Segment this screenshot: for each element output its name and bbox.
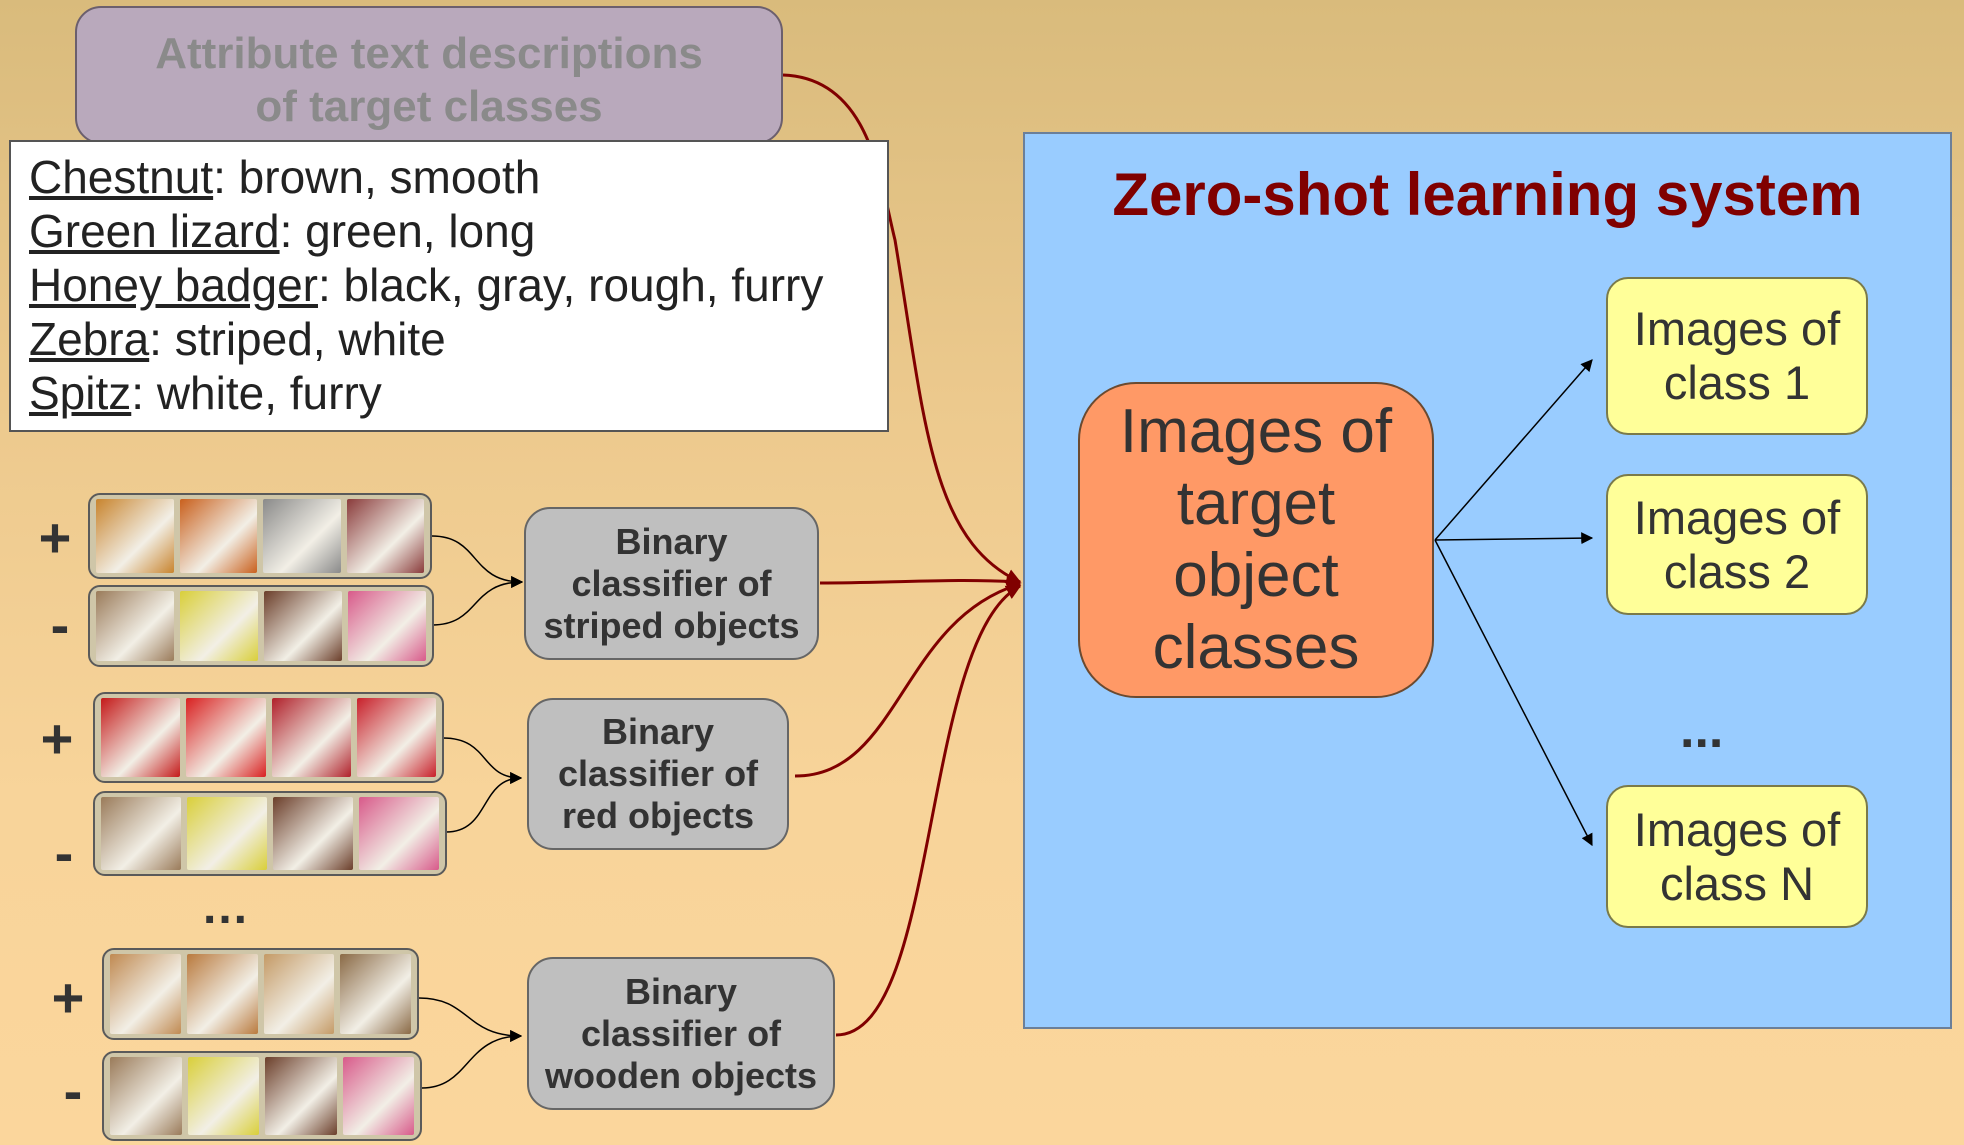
negative-image-strip	[88, 585, 434, 667]
wooden-box-image	[340, 954, 411, 1034]
attribute-desc: : black, gray, rough, furry	[317, 259, 824, 311]
cake-image	[265, 1057, 337, 1135]
attribute-name: Honey badger	[29, 259, 318, 311]
attribute-name: Green lizard	[29, 205, 280, 257]
attribute-item: Chestnut: brown, smooth	[29, 150, 869, 204]
plus-sign: +	[40, 707, 74, 770]
positive-image-strip	[88, 493, 432, 579]
attribute-item: Zebra: striped, white	[29, 312, 869, 366]
attributes-connector	[782, 73, 1022, 584]
wooden-bowl-image	[110, 954, 181, 1034]
red-classifier-box: Binary classifier of red objects	[527, 698, 789, 850]
output-class-n-box: Images of class N	[1606, 785, 1868, 928]
bananas-image	[187, 1057, 259, 1135]
striped-negative-connector	[431, 576, 524, 626]
output-class-1-box: Images of class 1	[1606, 277, 1868, 435]
attribute-desc: : striped, white	[149, 313, 446, 365]
zebras-image	[263, 499, 341, 573]
wooden-positive-connector	[418, 997, 523, 1042]
attribute-item: Green lizard: green, long	[29, 204, 869, 258]
bananas-image	[180, 591, 258, 661]
cake-image	[264, 591, 342, 661]
phone-booth-image	[356, 698, 436, 777]
plus-sign: +	[38, 506, 72, 569]
red-classifier-connector	[794, 580, 1022, 778]
attribute-desc: : white, furry	[131, 367, 382, 419]
attribute-desc: : green, long	[279, 205, 536, 257]
classifier-ellipsis: ...	[203, 881, 250, 934]
minus-sign: -	[63, 1059, 83, 1122]
flag-image	[346, 499, 424, 573]
positive-image-strip	[93, 692, 444, 783]
eggs-image	[348, 591, 426, 661]
striped-classifier-connector	[819, 573, 1022, 589]
positive-image-strip	[102, 948, 419, 1040]
wooden-negative-connector	[421, 1030, 523, 1089]
eggs-image	[342, 1057, 414, 1135]
wooden-furniture-image	[263, 954, 335, 1034]
red-shoe-image	[101, 698, 181, 777]
basketball-image	[179, 499, 257, 573]
striped-positive-connector	[431, 535, 524, 588]
target-classes-box: Images of target object classes	[1078, 382, 1434, 698]
bananas-image	[187, 797, 267, 870]
attributes-list: Chestnut: brown, smooth Green lizard: gr…	[9, 140, 889, 432]
red-positive-connector	[442, 737, 523, 784]
attribute-name: Spitz	[29, 367, 132, 419]
output-arrow-class-2	[1434, 532, 1594, 545]
minus-sign: -	[50, 593, 70, 656]
wooden-classifier-connector	[835, 584, 1022, 1037]
red-negative-connector	[445, 772, 523, 833]
output-arrow-class-n	[1434, 539, 1593, 847]
attribute-name: Zebra	[29, 313, 150, 365]
horse-image	[110, 1057, 182, 1135]
attribute-name: Chestnut	[29, 151, 214, 203]
negative-image-strip	[93, 791, 447, 876]
attribute-item: Spitz: white, furry	[29, 366, 869, 420]
system-title: Zero-shot learning system	[1112, 161, 1863, 228]
output-arrow-class-1	[1434, 359, 1593, 541]
red-flower-image	[186, 698, 266, 777]
attribute-item: Honey badger: black, gray, rough, furry	[29, 258, 869, 312]
output-class-2-box: Images of class 2	[1606, 474, 1868, 615]
striped-classifier-box: Binary classifier of striped objects	[524, 507, 819, 660]
plus-sign: +	[51, 966, 85, 1029]
red-laptop-image	[271, 698, 351, 777]
tiger-image	[96, 499, 174, 573]
outputs-ellipsis: ...	[1680, 701, 1724, 759]
attribute-desc: : brown, smooth	[213, 151, 541, 203]
wooden-classifier-box: Binary classifier of wooden objects	[527, 957, 835, 1110]
minus-sign: -	[54, 821, 74, 884]
horse-image	[101, 797, 181, 870]
negative-image-strip	[102, 1051, 422, 1141]
cake-image	[273, 797, 353, 870]
eggs-image	[359, 797, 439, 870]
horse-image	[96, 591, 174, 661]
wood-plank-image	[186, 954, 258, 1034]
